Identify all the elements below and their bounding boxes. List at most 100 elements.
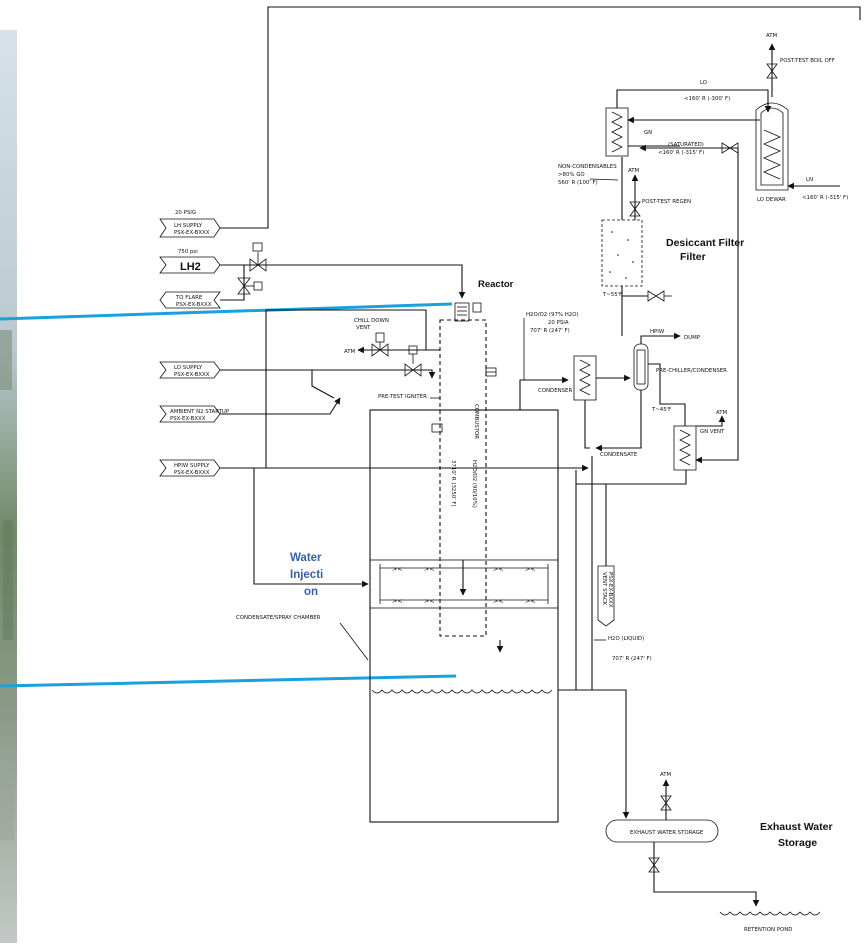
retention-pond: RETENTION POND — [719, 911, 821, 933]
lh2-feed-line — [220, 264, 466, 299]
pre-chiller-condenser: PRE-CHILLER/CONDENSER HPIW DUMP CONDENSA… — [595, 329, 727, 458]
svg-text:NON-CONDENSABLES: NON-CONDENSABLES — [558, 164, 617, 170]
svg-text:on: on — [304, 586, 318, 598]
igniter-box — [431, 423, 443, 433]
svg-text:ATM: ATM — [344, 349, 356, 355]
svg-text:PSX-EX-BXXX: PSX-EX-BXXX — [174, 230, 210, 236]
reactor-injector — [454, 302, 482, 322]
svg-text:GN: GN — [644, 130, 652, 136]
ln-return-line — [695, 148, 739, 464]
gn-vent-exchanger: T~45'F GN VENT ATM — [648, 363, 728, 471]
svg-text:20 PSIG: 20 PSIG — [175, 210, 196, 216]
h2o-liquid-label: H2O (LIQUID) 707' R (247' F) — [594, 636, 652, 662]
svg-text:><: >< — [493, 597, 504, 605]
svg-text:707' R (247' F): 707' R (247' F) — [612, 656, 652, 662]
svg-text:TO FLARE: TO FLARE — [175, 295, 203, 301]
water-injection-feed-line — [253, 468, 369, 588]
storage-drain — [648, 842, 760, 907]
regen-valve — [647, 290, 672, 302]
svg-text:560' R (100' F): 560' R (100' F) — [558, 180, 598, 186]
svg-text:<160' R (-315' F): <160' R (-315' F) — [802, 195, 848, 201]
water-injection-callout: Water Injecti on — [290, 552, 323, 598]
svg-text:><: >< — [424, 565, 435, 573]
ambient-gn-line — [220, 397, 341, 415]
lh2-tag: 750 psi LH2 — [159, 249, 221, 274]
svg-text:><: >< — [424, 597, 435, 605]
svg-text:><: >< — [392, 597, 403, 605]
svg-text:ATM: ATM — [716, 410, 728, 416]
svg-text:ATM: ATM — [766, 33, 778, 39]
svg-text:LH2: LH2 — [180, 261, 201, 273]
svg-text:PSX-EX-BXXX: PSX-EX-BXXX — [170, 416, 206, 422]
svg-text:VENT: VENT — [356, 325, 371, 331]
svg-text:LH SUPPLY: LH SUPPLY — [174, 223, 203, 229]
svg-text:707' R (247' F): 707' R (247' F) — [530, 328, 570, 334]
svg-text:POST-TEST REGEN: POST-TEST REGEN — [642, 199, 691, 205]
lo-supply-tag: LO SUPPLY PSX-EX-BXXX — [159, 361, 221, 379]
lh-vent-line — [220, 6, 861, 229]
svg-text:DUMP: DUMP — [684, 335, 701, 341]
svg-text:CONDENSATE: CONDENSATE — [600, 452, 638, 458]
svg-text:><: >< — [525, 597, 536, 605]
to-storage-line — [558, 689, 630, 819]
svg-text:EXHAUST WATER STORAGE: EXHAUST WATER STORAGE — [630, 830, 704, 836]
post-test-regen: POST-TEST REGEN ATM — [628, 168, 691, 220]
svg-text:POST-TEST BOIL OFF: POST-TEST BOIL OFF — [780, 58, 835, 64]
svg-text:LO SUPPLY: LO SUPPLY — [174, 365, 203, 371]
svg-text:Injecti: Injecti — [290, 569, 323, 581]
svg-text:T~45'F: T~45'F — [651, 407, 671, 413]
t55-label: T~55'F — [602, 292, 622, 298]
svg-text:><: >< — [493, 565, 504, 573]
svg-text:H2O/O2 (90/10%): H2O/O2 (90/10%) — [471, 460, 477, 508]
condenser: CONDENSER — [538, 355, 631, 401]
background-photo-strip — [0, 30, 17, 943]
spray-chamber-pointer — [339, 622, 369, 661]
svg-text:LO: LO — [700, 80, 707, 86]
hpiw-supply-tag: HPIW SUPPLY PSX-EX-BXXX — [159, 459, 221, 477]
svg-text:PSX-EX-BXXX: PSX-EX-BXXX — [174, 470, 210, 476]
svg-text:Storage: Storage — [778, 837, 817, 849]
svg-text:ATM: ATM — [660, 772, 672, 778]
lo-dewar: LO DEWAR LN <160' R (-315' F) — [755, 102, 848, 203]
lh-supply-tag: 20 PSIG LH SUPPLY PSX-EX-BXXX — [159, 210, 221, 238]
svg-text:H2O (LIQUID): H2O (LIQUID) — [608, 636, 644, 642]
condensate-return-line — [558, 456, 593, 691]
lo-valve — [404, 345, 422, 377]
svg-text:<160' R (-300' F): <160' R (-300' F) — [684, 96, 730, 102]
svg-text:H2O/O2 (97% H2O): H2O/O2 (97% H2O) — [526, 312, 579, 318]
svg-text:GN VENT: GN VENT — [700, 429, 725, 435]
reactor-callout: Reactor — [478, 279, 514, 290]
svg-text:PSX-EX-BXXX: PSX-EX-BXXX — [607, 572, 613, 608]
combustor-tube: COMBUSTOR H2O/O2 (90/10%) 3710' R (3250'… — [439, 319, 497, 637]
exhaust-water-storage-tank: EXHAUST WATER STORAGE — [605, 819, 719, 843]
svg-text:COMBUSTOR: COMBUSTOR — [473, 404, 479, 439]
svg-text:PSX-EX-BXXX: PSX-EX-BXXX — [176, 302, 212, 308]
spray-chamber — [369, 409, 559, 823]
lo-heat-exchanger: LO <160' R (-300' F) GN (SATURATED) <160… — [605, 80, 772, 157]
svg-text:20 PSIA: 20 PSIA — [548, 320, 569, 326]
svg-text:Exhaust Water: Exhaust Water — [760, 821, 833, 833]
svg-text:HPIW: HPIW — [650, 329, 665, 335]
svg-text:AMBIENT N2 STARTUP: AMBIENT N2 STARTUP — [170, 409, 230, 415]
exhaust-to-condenser-line — [519, 376, 569, 410]
reactor-leader-line — [0, 302, 453, 321]
flare-valve — [237, 277, 263, 295]
spray-chamber-label: CONDENSATE/SPRAY CHAMBER — [236, 615, 321, 621]
flare-line — [220, 265, 245, 301]
gn-check-valve — [721, 142, 739, 154]
svg-text:750 psi: 750 psi — [178, 249, 198, 255]
svg-text:><: >< — [525, 565, 536, 573]
svg-text:PSX-EX-BXXX: PSX-EX-BXXX — [174, 372, 210, 378]
svg-text:LO DEWAR: LO DEWAR — [757, 197, 786, 203]
svg-text:>80% GO: >80% GO — [558, 172, 585, 178]
desiccant-filter: Desiccant Filter — [601, 219, 744, 287]
pre-test-igniter-label: PRE-TEST IGNITER — [378, 394, 427, 400]
svg-text:ATM: ATM — [628, 168, 640, 174]
svg-text:<160' R (-315' F): <160' R (-315' F) — [658, 150, 704, 156]
gn-merge-line — [311, 370, 335, 399]
svg-text:Water: Water — [290, 552, 322, 564]
dewar-boil-off-vent: ATM POST-TEST BOIL OFF — [766, 33, 835, 97]
svg-text:CONDENSER: CONDENSER — [538, 388, 572, 394]
svg-text:RETENTION POND: RETENTION POND — [744, 927, 792, 933]
